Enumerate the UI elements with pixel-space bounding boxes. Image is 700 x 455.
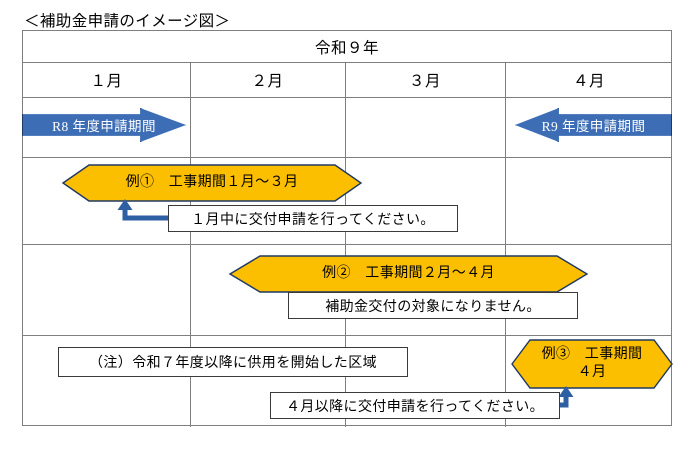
example-3-callout-text: ４月以降に交付申請を行ってください。 [285,399,545,415]
example-3-label: 例③ 工事期間 ４月 [541,346,643,380]
example-2-label: 例② 工事期間２月～４月 [322,265,495,281]
month-header-3: ３月 [408,72,441,90]
banner-r8-label: R8 年度申請期間 [52,119,156,134]
example-2-arrow[interactable]: 例② 工事期間２月～４月 [228,255,589,293]
grid-hline-year-month [23,62,671,63]
month-header-1: １月 [90,72,123,90]
grid-vline-feb-mar [345,62,346,427]
example-2-callout-text: 補助金交付の対象になりません。 [325,299,541,315]
note-box-text: （注）令和７年度以降に供用を開始した区域 [89,356,377,371]
grid-hline-month-body [23,97,671,98]
example-1-callout[interactable]: １月中に交付申請を行ってください。 [168,205,458,232]
example-1-connector [112,199,176,227]
banner-r9-label: R9 年度申請期間 [541,119,646,134]
grid-hline-row1 [23,157,671,158]
note-box[interactable]: （注）令和７年度以降に供用を開始した区域 [58,347,408,377]
example-1-label: 例① 工事期間１月～３月 [125,174,299,190]
page-title: ＜補助金申請のイメージ図＞ [24,13,231,30]
example-3-arrow[interactable]: 例③ 工事期間 ４月 [511,339,673,389]
example-1-arrow-shape [61,164,363,202]
grid-vline-jan-feb [190,62,191,427]
example-3-callout[interactable]: ４月以降に交付申請を行ってください。 [270,392,560,419]
grid-hline-row3 [23,335,671,336]
example-2-callout[interactable]: 補助金交付の対象になりません。 [288,292,578,319]
example-2-arrow-shape [228,255,589,293]
example-1-callout-text: １月中に交付申請を行ってください。 [191,212,435,228]
example-3-arrow-shape [511,339,673,389]
grid-hline-row2 [23,244,671,245]
month-header-4: ４月 [572,72,605,90]
example-1-arrow[interactable]: 例① 工事期間１月～３月 [61,164,363,202]
year-header: 令和９年 [314,39,379,57]
grid-vline-mar-apr [505,62,506,427]
month-header-2: ２月 [251,72,284,90]
